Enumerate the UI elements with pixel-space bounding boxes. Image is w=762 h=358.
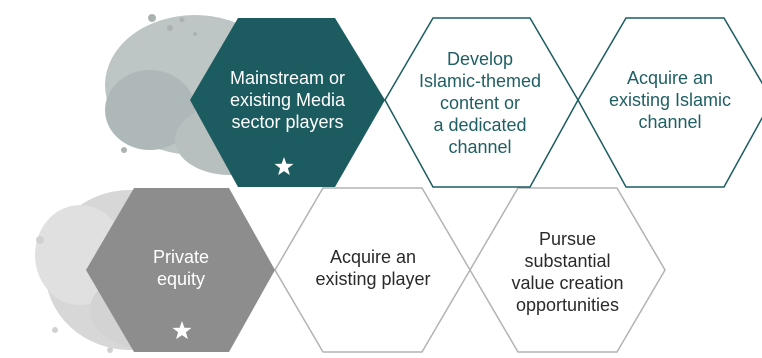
star-icon [274, 157, 294, 176]
option-hexagon-value-creation [469, 187, 666, 353]
star-icon [172, 321, 192, 340]
option-hexagon-acquire-channel [577, 17, 762, 188]
option-label-acquire-player: Acquire an existing player [315, 247, 431, 289]
category-hexagon-media-players [190, 18, 385, 187]
category-label-private-equity: Private equity [152, 247, 210, 289]
option-label-acquire-channel: Acquire an existing Islamic channel [608, 68, 732, 132]
option-label-value-creation: Pursue substantial value creation opport… [511, 229, 624, 315]
option-label-develop-content: Develop Islamic-themed content or a dedi… [418, 48, 542, 157]
category-hexagon-private-equity [86, 188, 275, 352]
category-label-media-players: Mainstream or existing Media sector play… [229, 68, 346, 132]
